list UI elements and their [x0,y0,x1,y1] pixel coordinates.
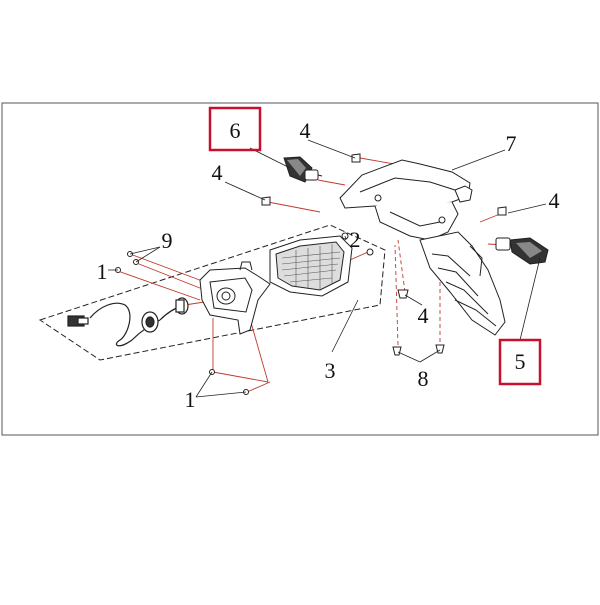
callout-4-center: 4 [418,303,429,328]
callout-4-left: 4 [212,160,223,185]
part-license-light-housing [269,235,353,297]
part-right-turn-signal [495,237,549,265]
callout-9: 9 [162,228,173,253]
callout-4-right: 4 [549,188,560,213]
callout-leaders [108,139,547,398]
callout-1-lower: 1 [185,387,196,412]
highlight-box-5 [498,338,542,386]
callout-1-upper: 1 [97,259,108,284]
callout-4-top: 4 [300,118,311,143]
part-rear-fender [339,159,506,336]
callout-labels: 6 4 7 4 4 9 1 2 4 3 8 1 5 [97,118,560,412]
part-wiring-harness [67,297,189,347]
assembly-outline [38,224,386,361]
part-plate-bracket [199,261,271,335]
callout-5: 5 [515,349,526,374]
callout-7: 7 [506,131,517,156]
highlight-box-6 [208,106,262,152]
callout-2: 2 [350,227,361,252]
callout-3: 3 [325,358,336,383]
part-left-turn-signal [283,156,323,183]
callout-6: 6 [230,118,241,143]
diagram-frame [1,102,599,436]
callout-8: 8 [418,366,429,391]
